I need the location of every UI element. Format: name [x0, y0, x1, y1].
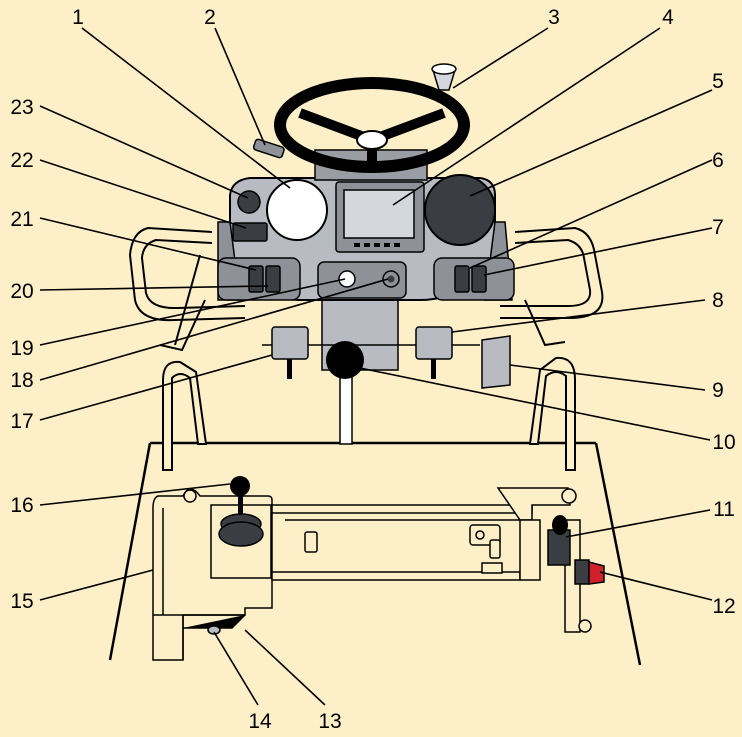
left-console — [152, 488, 273, 661]
callout-11-side-control-handle: 11 — [713, 498, 735, 521]
right-switch-a[interactable] — [454, 265, 470, 293]
callout-4-display-screen: 4 — [662, 6, 674, 29]
callout-7-right-switch-b: 7 — [712, 216, 724, 239]
callout-20-left-switch-b: 20 — [10, 280, 33, 303]
callout-19-round-button: 19 — [10, 337, 33, 360]
callout-21-left-switch-a: 21 — [10, 208, 33, 231]
callout-12-red-switch: 12 — [712, 595, 735, 618]
right-gauge — [424, 174, 496, 246]
right-post-handle — [528, 356, 576, 471]
callout-23-small-dial: 23 — [10, 96, 33, 119]
steering-wheel[interactable] — [274, 77, 470, 173]
right-pedal[interactable] — [415, 326, 453, 379]
callout-2-steering-adjust-knob: 2 — [204, 6, 216, 29]
right-handrail — [500, 226, 604, 347]
callout-1-left-gauge: 1 — [72, 6, 84, 29]
left-gauge — [266, 179, 328, 241]
joystick[interactable] — [218, 476, 264, 547]
red-switch[interactable] — [574, 559, 605, 585]
steering-column — [262, 299, 480, 445]
callout-13-console-bracket: 13 — [318, 710, 341, 733]
callout-17-left-pedal: 17 — [10, 410, 33, 433]
far-right-pedal[interactable] — [481, 335, 511, 389]
steering-adjust-knob[interactable] — [252, 138, 285, 159]
leader-lines — [39, 27, 713, 706]
callout-6-right-switch-a: 6 — [712, 149, 724, 172]
small-display — [232, 222, 268, 242]
floor-outline — [108, 441, 642, 666]
round-button[interactable] — [338, 270, 356, 288]
callout-3-steering-wheel-knob: 3 — [548, 6, 560, 29]
ignition-key[interactable] — [382, 270, 400, 288]
left-post-handle — [162, 360, 208, 471]
callout-9-far-right-pedal: 9 — [712, 379, 724, 402]
callout-15-left-console: 15 — [10, 590, 33, 613]
center-lever[interactable] — [326, 341, 364, 379]
callout-labels: 1 2 3 4 5 6 7 8 9 10 11 12 13 14 15 16 1… — [10, 6, 735, 733]
rear-frame — [271, 487, 592, 633]
callout-14-console-slot: 14 — [248, 710, 272, 733]
callout-16-joystick: 16 — [10, 494, 33, 517]
side-control-handle[interactable] — [547, 515, 571, 566]
callout-18-ignition-key: 18 — [10, 369, 33, 392]
left-switch-b[interactable] — [265, 265, 281, 293]
steering-wheel-knob[interactable] — [431, 63, 457, 91]
left-pedal[interactable] — [271, 326, 309, 379]
callout-22-small-display: 22 — [10, 149, 33, 172]
callout-8-right-pedal: 8 — [712, 289, 724, 312]
callout-5-right-gauge: 5 — [712, 70, 724, 93]
right-switch-b[interactable] — [471, 265, 487, 293]
callout-10-center-lever-knob: 10 — [712, 431, 735, 454]
